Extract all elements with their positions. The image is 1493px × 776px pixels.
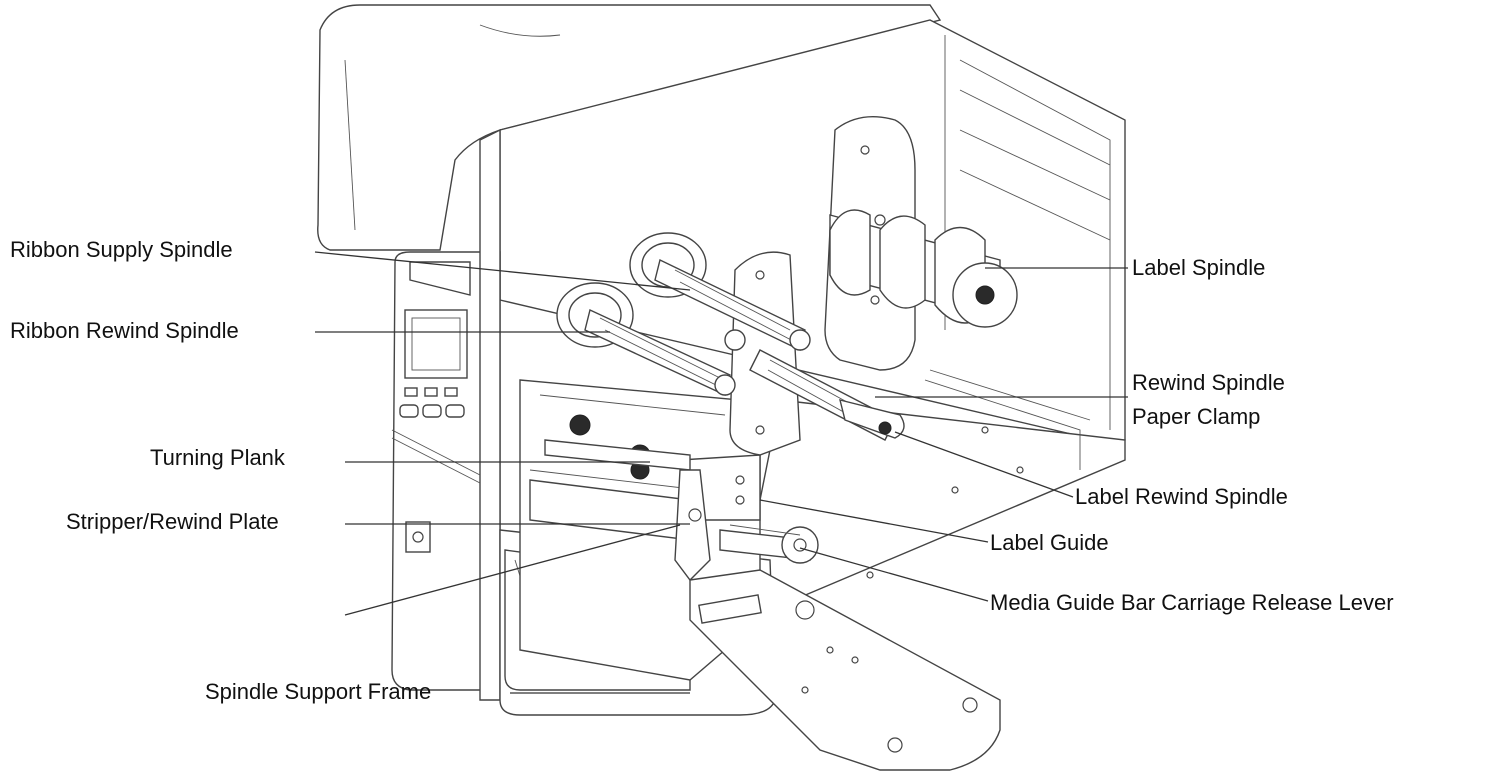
label-rewind-spindle [749,349,905,441]
label-ribbon-rewind-spindle: Ribbon Rewind Spindle [10,318,239,343]
top-cover [317,4,942,251]
leader-label-guide [759,499,989,543]
leader-lines [314,251,1128,694]
label-guide-bar [719,524,819,564]
label-media-guide-release-lever: Media Guide Bar Carriage Release Lever [990,590,1394,615]
label-rewind-spindle-paper-clamp-1: Rewind Spindle [1132,370,1285,395]
label-spindle [829,209,1018,328]
ribbon-supply-spindle [629,232,811,352]
label-spindle-support-frame: Spindle Support Frame [205,679,432,704]
turning-plank-assembly [544,414,691,480]
leader-unlabeled [344,524,681,616]
leader-ribbon-supply [314,251,691,291]
label-stripper-rewind-plate: Stripper/Rewind Plate [66,509,279,534]
stripper-plate [689,569,1001,771]
label-rewind-spindle-paper-clamp-2: Paper Clamp [1132,404,1261,429]
label-label-guide: Label Guide [990,530,1109,555]
carriage-release-lever [674,469,711,582]
leader-label-rewind [894,431,1074,498]
leader-release-lever [799,547,989,602]
label-ribbon-supply-spindle: Ribbon Supply Spindle [10,237,233,262]
label-label-spindle: Label Spindle [1132,255,1266,280]
label-label-rewind-spindle: Label Rewind Spindle [1075,484,1288,509]
ribbon-rewind-spindle [556,282,736,396]
label-turning-plank: Turning Plank [150,445,285,470]
